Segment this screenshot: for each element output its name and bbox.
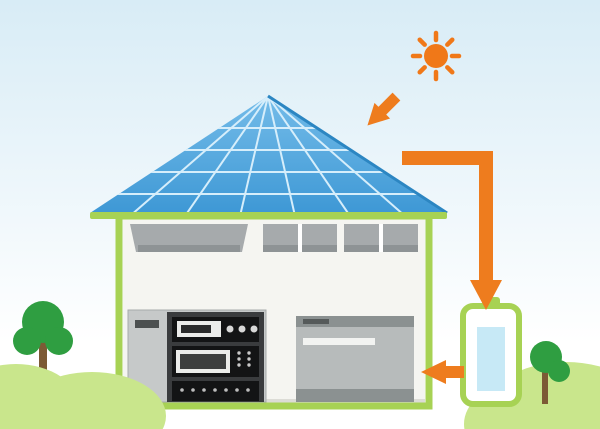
oven-knob xyxy=(226,325,234,333)
sun-ray xyxy=(445,37,455,47)
arrow-head xyxy=(367,102,391,126)
drawer-dot xyxy=(191,388,195,392)
roof-grid-line xyxy=(129,96,269,213)
floor-line xyxy=(125,399,425,403)
oven-knob xyxy=(250,325,258,333)
oven-display-digits xyxy=(181,325,211,333)
drawer-dots xyxy=(180,388,250,392)
sun-ray xyxy=(417,37,427,47)
dishwasher-kick-plate xyxy=(296,389,414,402)
sun-rays xyxy=(410,30,462,82)
drawer-dot xyxy=(235,388,239,392)
sun xyxy=(410,30,462,82)
oven-knobs xyxy=(226,325,258,333)
keypad-dot xyxy=(247,351,251,355)
tree-foliage xyxy=(530,341,570,382)
window-shadows xyxy=(138,245,418,252)
roof-edge xyxy=(267,94,448,215)
keypad-dot xyxy=(247,363,251,367)
roof-to-battery-arrow xyxy=(402,151,502,310)
window-divider xyxy=(298,224,302,252)
arrow-shaft xyxy=(376,92,401,117)
arrow-shaft xyxy=(402,151,493,282)
arrow-head xyxy=(470,280,502,310)
oven-microwave-unit xyxy=(127,309,267,403)
dishwasher-body xyxy=(296,316,414,402)
roof-grid-line xyxy=(267,96,351,213)
roof-grid-line xyxy=(239,96,269,213)
dishwasher-top-band xyxy=(296,316,414,327)
keypad-dot xyxy=(247,357,251,361)
dishwasher-slot xyxy=(303,338,375,345)
microwave-window xyxy=(180,354,226,369)
arrow-head xyxy=(421,360,446,384)
cabinet-vent-slot xyxy=(135,320,159,328)
roof-grid-line xyxy=(267,96,296,213)
tree-foliage-blob xyxy=(45,327,73,355)
microwave-keypad xyxy=(237,351,251,367)
drawer-dot xyxy=(246,388,250,392)
drawer-dot xyxy=(202,388,206,392)
roof-eave xyxy=(90,212,447,219)
window-dividers xyxy=(298,224,383,252)
drawer-dot xyxy=(180,388,184,392)
right-tree xyxy=(530,341,570,404)
keypad-dot xyxy=(237,357,241,361)
window-divider xyxy=(379,224,383,252)
arrow-shaft xyxy=(444,366,464,378)
bush xyxy=(18,372,166,429)
window-shadow xyxy=(138,245,240,252)
tree-foliage-blob xyxy=(548,360,570,382)
dishwasher-handle xyxy=(303,319,329,324)
sun-ray xyxy=(417,65,427,75)
battery-to-house-arrow xyxy=(421,360,464,384)
tree-foliage xyxy=(13,301,73,355)
sunlight-arrow xyxy=(367,92,401,126)
oven-knob xyxy=(238,325,246,333)
dishwasher xyxy=(296,316,414,402)
roof-grid-line xyxy=(267,96,406,213)
keypad-dot xyxy=(237,363,241,367)
drawer-dot xyxy=(213,388,217,392)
sun-ray xyxy=(445,65,455,75)
house xyxy=(115,212,433,410)
drawer-dot xyxy=(224,388,228,392)
tree-trunk xyxy=(542,372,548,404)
tree-foliage-blob xyxy=(13,327,41,355)
roof-grid-line xyxy=(184,96,269,213)
keypad-dot xyxy=(237,351,241,355)
sun-core xyxy=(424,44,448,68)
storage-battery xyxy=(460,297,522,407)
solar-panel-roof xyxy=(90,96,447,213)
battery-level xyxy=(477,327,505,391)
